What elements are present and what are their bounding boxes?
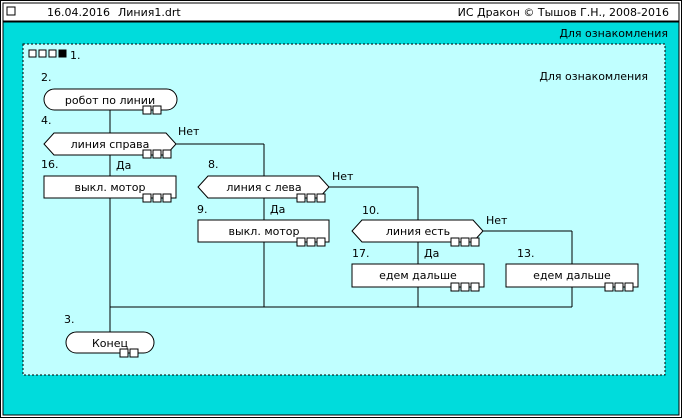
node-16-shape [43, 175, 177, 199]
node-10-question[interactable]: 10. линия есть Нет Да [351, 204, 508, 260]
node-13-action[interactable]: 13. едем дальше [505, 247, 639, 292]
node-16-action[interactable]: 16. выкл. мотор [41, 158, 177, 203]
window-menu-icon[interactable] [6, 6, 16, 16]
node-4-label: линия справа [71, 138, 150, 151]
header-app-title: ИС Дракон © Тышов Г.Н., 2008-2016 [458, 6, 669, 19]
frame-toggle-icon-3[interactable] [48, 49, 57, 58]
node-9-number: 9. [197, 203, 208, 216]
node-13-port-2[interactable] [614, 282, 624, 292]
header-date: 16.04.2016 [47, 6, 110, 19]
node-4-port-3[interactable] [162, 149, 172, 159]
node-10-port-1[interactable] [450, 237, 460, 247]
node-4-question[interactable]: 4. линия справа Нет Да [41, 114, 200, 172]
node-8-port-3[interactable] [316, 193, 326, 203]
node-2-label: робот по линии [65, 94, 155, 107]
node-17-port-3[interactable] [470, 282, 480, 292]
frame-toggle-icon-filled[interactable] [58, 49, 67, 58]
node-8-port-2[interactable] [306, 193, 316, 203]
outer-watermark: Для ознакомления [559, 27, 668, 40]
node-17-port-2[interactable] [460, 282, 470, 292]
node-10-port-2[interactable] [460, 237, 470, 247]
node-3-number: 3. [64, 313, 75, 326]
node-3-end[interactable]: 3. Конец [64, 313, 155, 358]
node-2-title[interactable]: 2. робот по линии [41, 71, 178, 115]
node-9-port-3[interactable] [316, 237, 326, 247]
node-10-label: линия есть [386, 225, 450, 238]
node-17-port-1[interactable] [450, 282, 460, 292]
node-16-port-2[interactable] [152, 193, 162, 203]
node-8-yes-label: Да [270, 203, 285, 216]
frame-watermark: Для ознакомления [539, 70, 648, 83]
node-8-port-1[interactable] [296, 193, 306, 203]
node-13-port-3[interactable] [624, 282, 634, 292]
node-3-port-1[interactable] [119, 348, 129, 358]
node-10-no-label: Нет [486, 214, 508, 227]
node-9-label: выкл. мотор [229, 225, 300, 238]
node-9-action[interactable]: 9. выкл. мотор [197, 203, 330, 247]
node-4-port-1[interactable] [142, 149, 152, 159]
node-8-no-label: Нет [332, 170, 354, 183]
frame-toggle-icon-2[interactable] [38, 49, 47, 58]
node-10-yes-label: Да [424, 247, 439, 260]
node-9-shape [197, 219, 330, 243]
node-10-number: 10. [362, 204, 380, 217]
node-16-port-1[interactable] [142, 193, 152, 203]
node-17-action[interactable]: 17. едем дальше [351, 247, 485, 292]
node-4-yes-label: Да [116, 159, 131, 172]
node-3-label: Конец [92, 337, 128, 350]
node-2-port-2[interactable] [152, 105, 162, 115]
node-16-label: выкл. мотор [75, 181, 146, 194]
node-17-number: 17. [352, 247, 370, 260]
node-9-port-2[interactable] [306, 237, 316, 247]
node-8-question[interactable]: 8. линия с лева Нет Да [197, 158, 354, 216]
node-2-number: 2. [41, 71, 52, 84]
node-2-port-1[interactable] [142, 105, 152, 115]
header-filename: Линия1.drt [118, 6, 181, 19]
node-13-shape [505, 263, 639, 288]
node-16-number: 16. [41, 158, 59, 171]
node-10-port-3[interactable] [470, 237, 480, 247]
frame-number: 1. [70, 49, 81, 62]
node-13-port-1[interactable] [604, 282, 614, 292]
node-4-number: 4. [41, 114, 52, 127]
node-13-label: едем дальше [533, 269, 611, 282]
node-9-port-1[interactable] [296, 237, 306, 247]
node-8-label: линия с лева [226, 181, 301, 194]
node-4-port-2[interactable] [152, 149, 162, 159]
title-bar [2, 2, 680, 22]
node-16-port-3[interactable] [162, 193, 172, 203]
node-3-port-2[interactable] [129, 348, 139, 358]
node-2-shape [43, 88, 178, 111]
node-4-no-label: Нет [178, 125, 200, 138]
node-8-number: 8. [208, 158, 219, 171]
node-3-shape [65, 331, 155, 354]
frame-toggle-icon-1[interactable] [28, 49, 37, 58]
node-17-shape [351, 263, 485, 288]
node-13-number: 13. [517, 247, 535, 260]
node-17-label: едем дальше [379, 269, 457, 282]
